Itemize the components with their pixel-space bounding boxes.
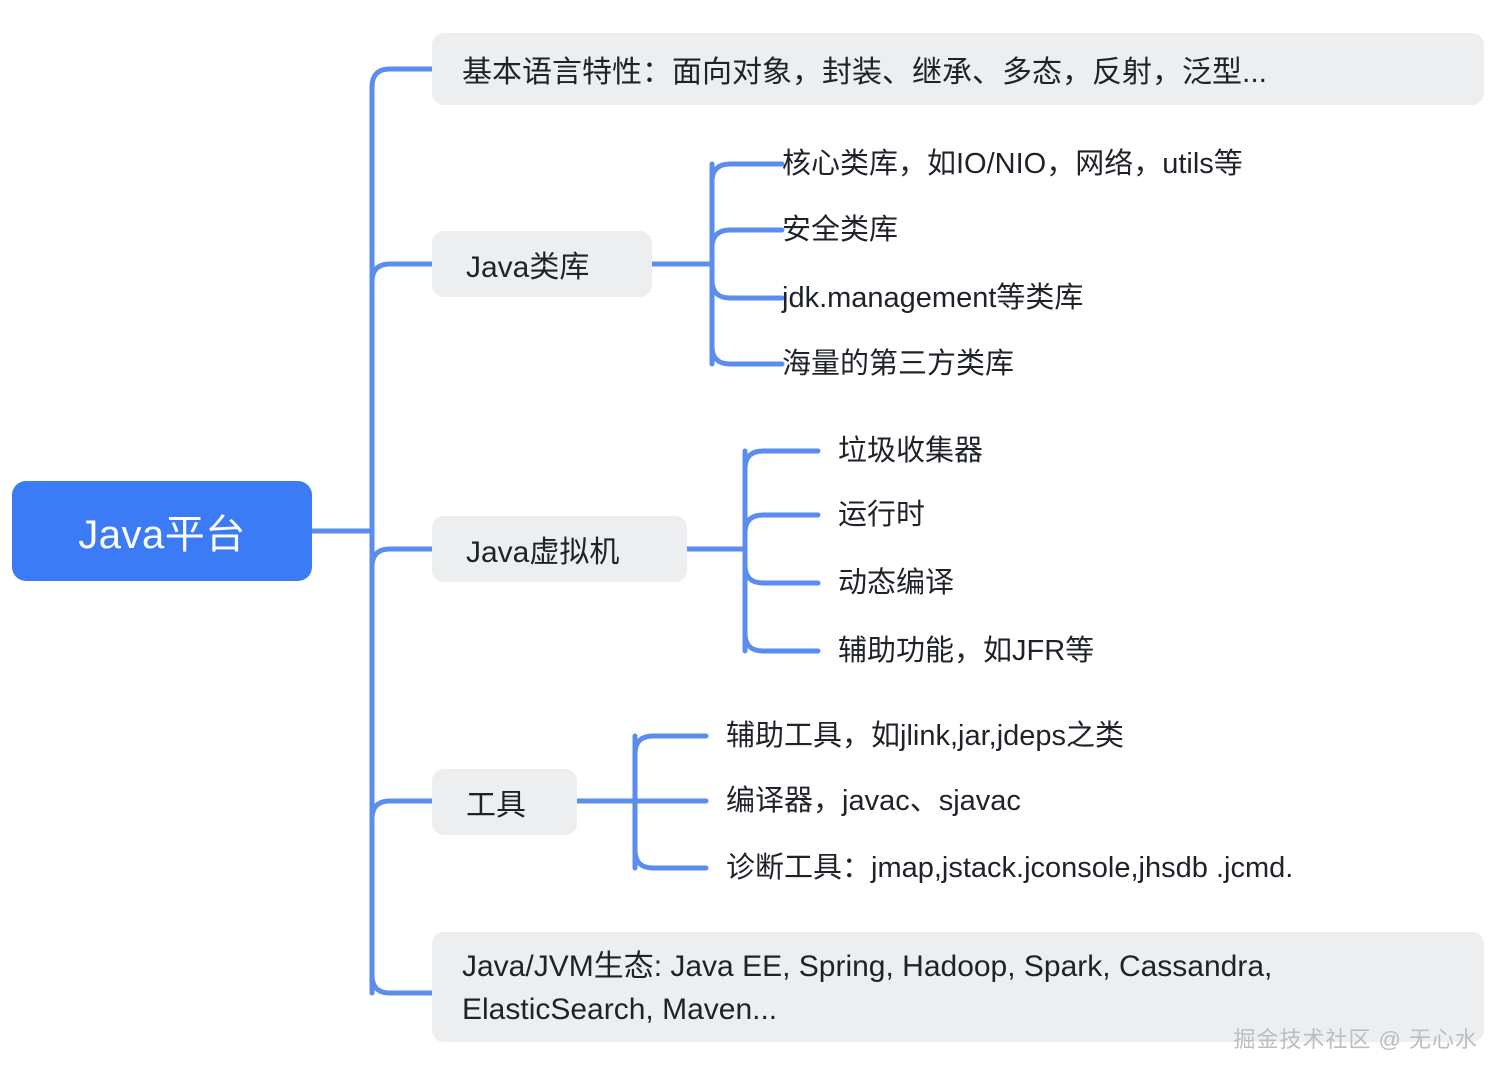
link-jvm-child-4 bbox=[742, 630, 821, 654]
watermark: 掘金技术社区 @ 无心水 bbox=[1233, 1027, 1478, 1052]
root-node-java-platform[interactable]: Java平台 bbox=[12, 481, 312, 581]
link-lib-child-4 bbox=[709, 343, 785, 367]
leaf-core-class-library[interactable]: 核心类库，如IO/NIO，网络，utils等 bbox=[782, 150, 1243, 179]
link-lib-child-2 bbox=[709, 227, 785, 251]
leaf-jdk-management-class-library[interactable]: jdk.management等类库 bbox=[782, 284, 1083, 313]
leaf-third-party-class-library[interactable]: 海量的第三方类库 bbox=[782, 350, 1014, 379]
ecosystem-label-line-2: ElasticSearch, Maven... bbox=[462, 992, 778, 1026]
link-to-tools bbox=[369, 798, 435, 822]
link-to-ecosystem bbox=[369, 972, 435, 996]
branch-label-java-class-library: Java类库 bbox=[466, 251, 590, 284]
leaf-dynamic-compilation[interactable]: 动态编译 bbox=[838, 569, 954, 598]
leaf-label: 核心类库，如IO/NIO，网络，utils等 bbox=[782, 148, 1243, 180]
leaf-label: 动态编译 bbox=[838, 567, 955, 599]
link-tools-child-1 bbox=[632, 733, 709, 757]
link-jvm-child-3 bbox=[742, 562, 821, 586]
leaf-garbage-collector[interactable]: 垃圾收集器 bbox=[838, 437, 983, 466]
link-to-java-class-library bbox=[369, 261, 435, 285]
leaf-runtime[interactable]: 运行时 bbox=[838, 501, 925, 530]
branch-node-java-class-library[interactable]: Java类库 bbox=[432, 231, 652, 297]
leaf-security-class-library[interactable]: 安全类库 bbox=[782, 216, 898, 245]
branch-label-language-features: 基本语言特性：面向对象，封装、继承、多态，反射，泛型... bbox=[462, 56, 1268, 89]
leaf-label: 诊断工具：jmap,jstack.jconsole,jhsdb .jcmd. bbox=[726, 852, 1294, 884]
link-to-java-virtual-machine bbox=[369, 546, 435, 570]
leaf-label: 垃圾收集器 bbox=[838, 435, 984, 467]
root-node-label: Java平台 bbox=[78, 513, 246, 557]
leaf-diagnostic-tools[interactable]: 诊断工具：jmap,jstack.jconsole,jhsdb .jcmd. bbox=[726, 854, 1293, 883]
leaf-label: 编译器，javac、sjavac bbox=[726, 785, 1021, 817]
branch-label-java-virtual-machine: Java虚拟机 bbox=[466, 536, 620, 569]
branch-node-tools[interactable]: 工具 bbox=[432, 769, 577, 835]
link-lib-child-3 bbox=[709, 277, 785, 301]
leaf-label: 海量的第三方类库 bbox=[782, 348, 1015, 380]
leaf-compilers[interactable]: 编译器，javac、sjavac bbox=[726, 787, 1021, 816]
branch-node-java-virtual-machine[interactable]: Java虚拟机 bbox=[432, 516, 687, 582]
leaf-auxiliary-tools[interactable]: 辅助工具，如jlink,jar,jdeps之类 bbox=[726, 722, 1124, 751]
leaf-label: 辅助工具，如jlink,jar,jdeps之类 bbox=[726, 720, 1125, 752]
branch-label-tools: 工具 bbox=[466, 789, 526, 822]
link-to-language-features bbox=[369, 66, 435, 90]
leaf-label: 运行时 bbox=[838, 499, 926, 531]
branch-node-java-jvm-ecosystem[interactable]: Java/JVM生态: Java EE, Spring, Hadoop, Spa… bbox=[432, 932, 1484, 1042]
leaf-auxiliary-features-jfr[interactable]: 辅助功能，如JFR等 bbox=[838, 637, 1094, 666]
link-jvm-child-2 bbox=[742, 512, 821, 536]
leaf-label: jdk.management等类库 bbox=[782, 282, 1084, 314]
link-jvm-child-1 bbox=[742, 448, 821, 472]
leaf-label: 辅助功能，如JFR等 bbox=[838, 635, 1095, 667]
ecosystem-label-line-1: Java/JVM生态: Java EE, Spring, Hadoop, Spa… bbox=[462, 950, 1273, 983]
branch-node-language-features[interactable]: 基本语言特性：面向对象，封装、继承、多态，反射，泛型... bbox=[432, 33, 1484, 105]
link-lib-child-1 bbox=[709, 161, 785, 185]
link-tools-child-3 bbox=[632, 847, 709, 871]
leaf-label: 安全类库 bbox=[782, 214, 899, 246]
